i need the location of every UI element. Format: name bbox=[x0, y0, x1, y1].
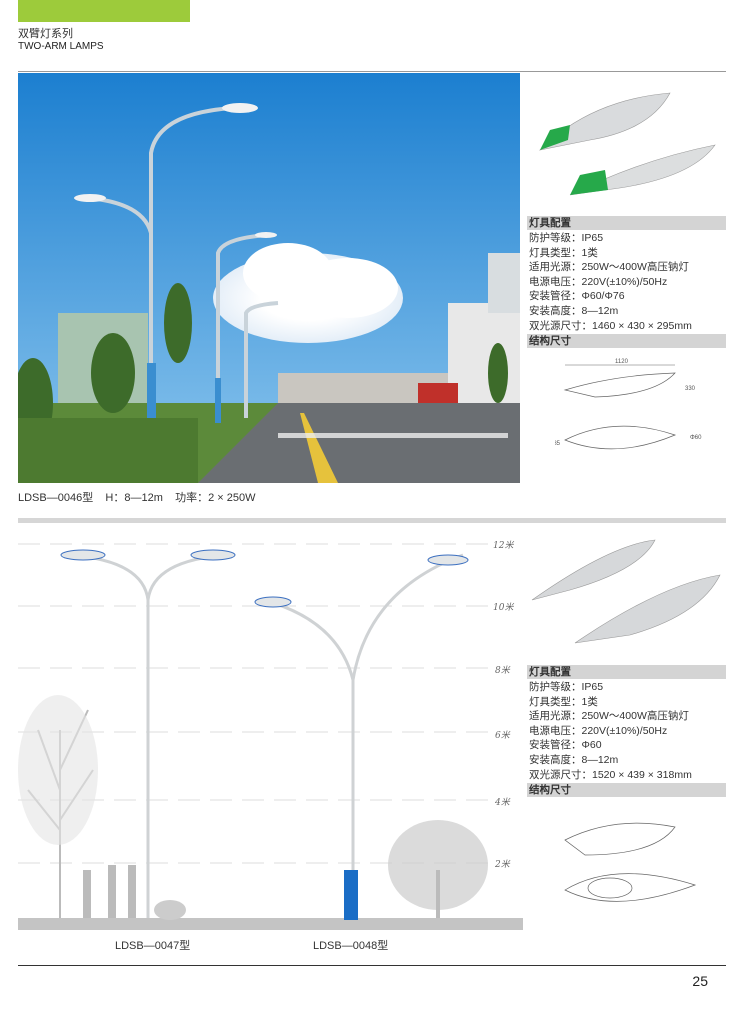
spec-row: 灯具类型：1类 bbox=[529, 695, 598, 708]
model-caption-0046: LDSB—0046型 H：8—12m 功率：2 × 250W bbox=[18, 492, 256, 504]
model-caption-0047: LDSB—0047型 bbox=[115, 940, 191, 952]
height-mark-2: 2米 bbox=[495, 860, 510, 870]
height-mark-8: 8米 bbox=[495, 666, 510, 676]
structure-drawing: 1120 330 385 Φ60 bbox=[555, 359, 702, 450]
section-divider-band bbox=[18, 518, 726, 523]
footer-divider bbox=[18, 965, 726, 966]
spec-row: 适用光源：250W～400W高压钠灯 bbox=[529, 710, 689, 723]
spec-row: 安装高度：8—12m bbox=[529, 753, 619, 766]
dim-length: 1120 bbox=[615, 359, 629, 365]
spec-row: 安装管径：Φ60 bbox=[529, 739, 602, 752]
spec-row: 电源电压：220V(±10%)/50Hz bbox=[529, 275, 668, 288]
spec-row: 防护等级：IP65 bbox=[529, 681, 604, 693]
height-mark-12: 12米 bbox=[493, 541, 514, 551]
spec-row: 防护等级：IP65 bbox=[529, 232, 604, 244]
height-mark-10: 10米 bbox=[493, 603, 514, 613]
pole-elevation-drawing bbox=[18, 543, 523, 930]
dim-width: 385 bbox=[555, 441, 561, 447]
structure-title: 结构尺寸 bbox=[527, 334, 726, 349]
header-accent-bar bbox=[18, 0, 190, 22]
page-number: 25 bbox=[692, 973, 708, 989]
spec-panel-2: 灯具配置 防护等级：IP65 灯具类型：1类 适用光源：250W～400W高压钠… bbox=[527, 664, 726, 798]
model-caption-0048: LDSB—0048型 bbox=[313, 940, 389, 952]
top-divider bbox=[18, 71, 726, 72]
series-title-cn: 双臂灯系列 bbox=[18, 28, 73, 40]
spec-title: 灯具配置 bbox=[527, 665, 726, 679]
spec-row: 灯具类型：1类 bbox=[529, 246, 598, 259]
lamp-head-image bbox=[539, 92, 716, 196]
spec-row: 双光源尺寸：1460 × 430 × 295mm bbox=[529, 319, 692, 332]
dim-height: 330 bbox=[685, 386, 696, 392]
spec-row: 安装管径：Φ60/Φ76 bbox=[529, 290, 625, 303]
spec-panel-1: 灯具配置 防护等级：IP65 灯具类型：1类 适用光源：250W～400W高压钠… bbox=[527, 215, 726, 349]
structure-drawing-2 bbox=[564, 822, 697, 902]
height-mark-6: 6米 bbox=[495, 731, 510, 741]
spec-row: 安装高度：8—12m bbox=[529, 304, 619, 317]
spec-title: 灯具配置 bbox=[527, 216, 726, 230]
lamp-head-image-2 bbox=[531, 539, 721, 644]
spec-row: 双光源尺寸：1520 × 439 × 318mm bbox=[529, 768, 692, 781]
street-photo bbox=[18, 73, 520, 483]
spec-row: 电源电压：220V(±10%)/50Hz bbox=[529, 724, 668, 737]
height-mark-4: 4米 bbox=[495, 798, 510, 808]
structure-title: 结构尺寸 bbox=[527, 783, 726, 798]
spec-row: 适用光源：250W～400W高压钠灯 bbox=[529, 261, 689, 274]
dim-pipe: Φ60 bbox=[690, 435, 702, 441]
series-title-en: TWO-ARM LAMPS bbox=[18, 41, 104, 52]
